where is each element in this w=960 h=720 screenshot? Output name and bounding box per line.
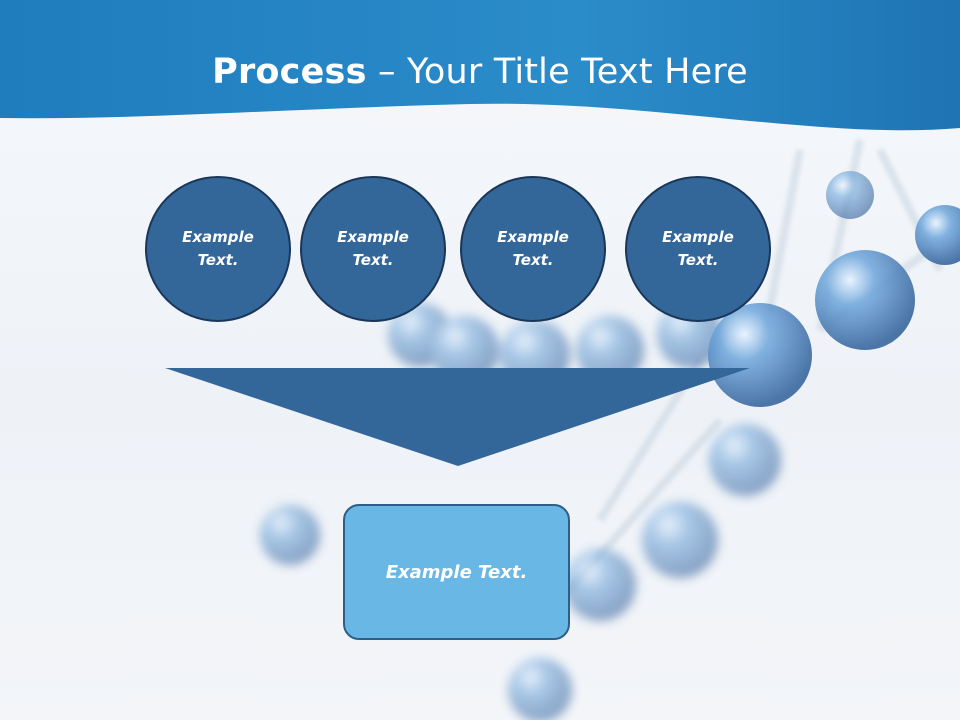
title-rest: – Your Title Text Here	[366, 52, 748, 92]
slide-title: Process – Your Title Text Here	[0, 52, 960, 92]
process-step-text: Example Text.	[497, 228, 569, 269]
process-step-text: Example Text.	[182, 228, 254, 269]
funnel-arrow	[165, 368, 750, 466]
title-bold: Process	[212, 52, 367, 92]
process-step-circle-1: Example Text.	[145, 176, 291, 322]
header-band	[0, 0, 960, 131]
process-step-circle-3: Example Text.	[460, 176, 606, 322]
process-step-circle-4: Example Text.	[625, 176, 771, 322]
process-step-text: Example Text.	[662, 228, 734, 269]
result-box: Example Text.	[343, 504, 570, 640]
process-step-circle-2: Example Text.	[300, 176, 446, 322]
process-step-text: Example Text.	[337, 228, 409, 269]
result-text: Example Text.	[385, 561, 528, 583]
